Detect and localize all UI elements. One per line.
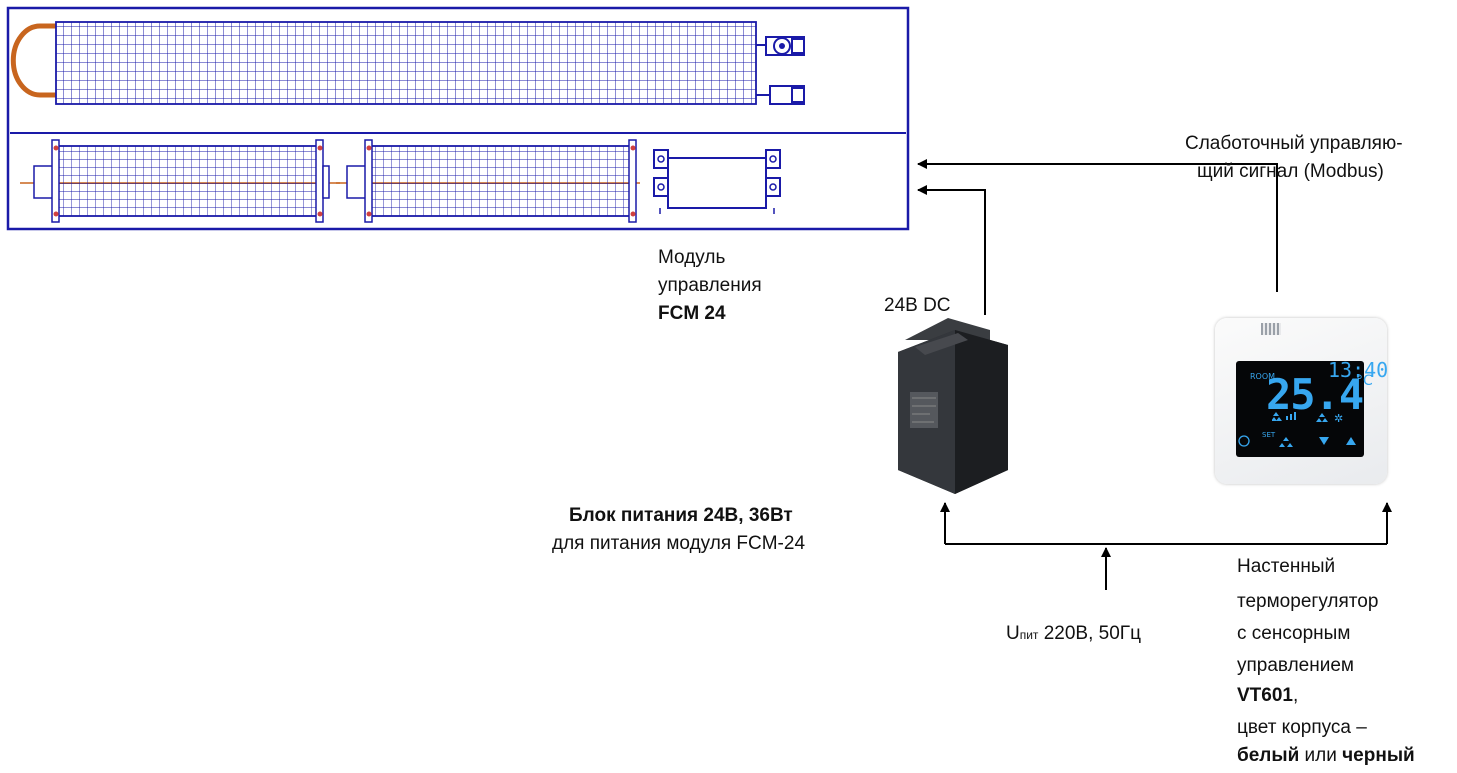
color-white: белый <box>1237 745 1300 766</box>
dc-voltage-label: 24В DC <box>884 295 951 316</box>
thermostat-label-line6: цвет корпуса – <box>1237 717 1367 738</box>
psu-description: для питания модуля FCM-24 <box>552 533 806 554</box>
heat-exchanger-upper <box>10 21 805 105</box>
color-black: черный <box>1342 745 1415 766</box>
thermostat-device <box>1215 318 1387 484</box>
control-module-box <box>653 149 781 214</box>
supply-prefix: U <box>1006 623 1020 644</box>
arrow-up-icon <box>1346 437 1356 445</box>
thermostat-label-line3: с сенсорным <box>1237 623 1351 644</box>
thermostat-label-line1: Настенный <box>1237 556 1336 577</box>
thermostat-set-button: SET <box>1262 431 1276 439</box>
thermostat-buttons <box>1238 435 1356 447</box>
signal-label-line2: щий сигнал (Modbus) <box>1197 161 1384 182</box>
thermostat-room-label: ROOM <box>1250 372 1276 381</box>
color-or: или <box>1299 745 1343 766</box>
thermostat-screen <box>1236 361 1364 457</box>
module-name: FCM 24 <box>658 303 726 324</box>
dc-power-line <box>917 185 986 315</box>
connection-lines <box>917 159 1392 590</box>
snowflake-icon: ✲ <box>1334 412 1343 424</box>
thermostat-status-icons: ✲ <box>1272 412 1343 424</box>
arrow-down-icon <box>1319 437 1329 445</box>
thermostat-label-line2: терморегулятор <box>1237 591 1379 612</box>
module-label-line2: управления <box>658 275 762 296</box>
supply-voltage-label: Uпит 220В, 50Гц <box>1006 620 1141 649</box>
power-supply-device <box>898 318 1008 494</box>
thermostat-unit: °C <box>1356 373 1373 389</box>
modbus-signal-line <box>917 159 1278 292</box>
thermostat-time: 13:40 <box>1328 358 1389 382</box>
fan-unit-right <box>336 139 640 223</box>
fan-icon <box>1279 437 1293 447</box>
thermostat-logo <box>1261 323 1281 335</box>
supply-subscript: пит <box>1019 628 1039 642</box>
module-label-line1: Модуль <box>658 247 726 268</box>
supply-value: 220В, 50Гц <box>1043 623 1141 644</box>
thermostat-model-line: VT601, <box>1237 682 1298 710</box>
fan-unit-left <box>20 139 340 223</box>
power-icon <box>1238 435 1250 447</box>
thermostat-model-suffix: , <box>1292 685 1299 706</box>
thermostat-color-line: белый или черный <box>1237 742 1415 770</box>
thermostat-temperature: 25.4 <box>1266 370 1364 419</box>
convector-drawing <box>6 6 910 231</box>
fan-status-icon <box>1272 412 1282 421</box>
signal-label-line1: Слаботочный управляю- <box>1185 133 1403 154</box>
thermostat-label-line4: управлением <box>1237 655 1354 676</box>
signal-bar-icon <box>1286 416 1288 420</box>
fan-small-icon <box>1316 413 1328 422</box>
psu-title: Блок питания 24В, 36Вт <box>569 505 793 526</box>
thermostat-model: VT601 <box>1237 685 1293 706</box>
